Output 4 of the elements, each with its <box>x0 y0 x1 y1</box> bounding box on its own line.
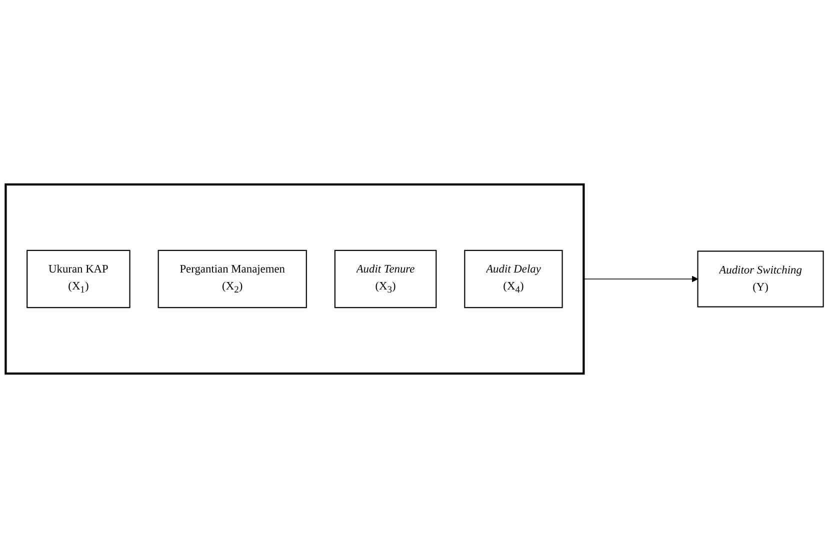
arrow <box>583 276 698 282</box>
node-box: Ukuran KAP (X$_{1}$) <box>26 250 130 308</box>
node-box: Pergantian Manajemen (X$_{2}$) <box>158 250 307 308</box>
cluster <box>4 183 585 375</box>
